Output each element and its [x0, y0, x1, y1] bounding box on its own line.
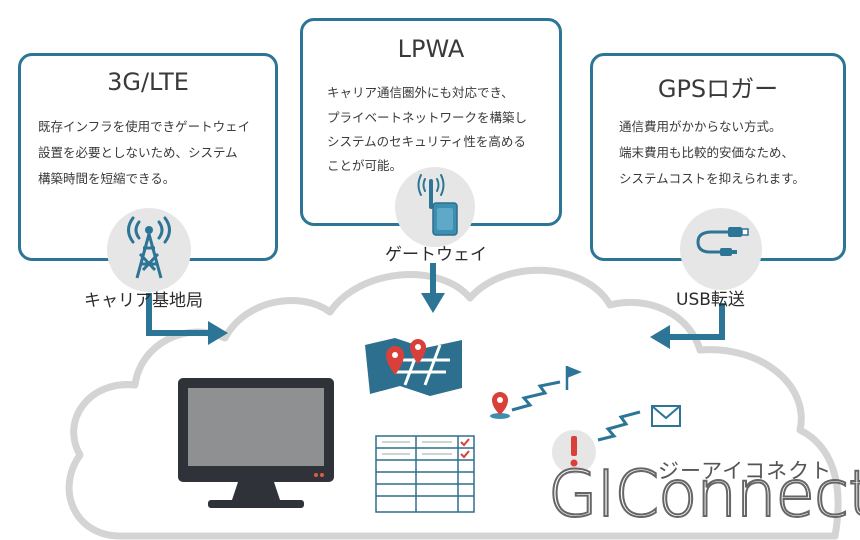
arrow-lte-head: [208, 321, 228, 345]
box-lpwa-line: キャリア通信圏外にも対応でき、: [327, 85, 514, 100]
box-gps-line: 端末費用も比較的安価なため、: [619, 145, 795, 160]
arrow-usb-head: [650, 325, 670, 349]
arrow-usb-to-cloud: [666, 303, 725, 340]
brand-logo: GIConnect: [547, 457, 860, 533]
gateway-device-icon: [395, 167, 475, 247]
checklist-table-icon: [375, 435, 475, 513]
brand-kana: ジーアイコネクト: [658, 459, 833, 483]
box-gps-line: システムコストを抑えられます。: [619, 171, 805, 186]
desktop-monitor-icon: [178, 378, 334, 508]
box-3g-lte-title: 3G/LTE: [107, 68, 189, 96]
gateway-label: ゲートウェイ: [385, 245, 487, 265]
base-station-label: キャリア基地局: [84, 291, 203, 311]
arrow-gateway-head: [421, 293, 445, 313]
map-pins-icon: [365, 338, 462, 396]
usb-transfer-label: USB転送: [676, 290, 745, 310]
box-3g-lte-line: 既存インフラを使用できゲートウェイ: [38, 119, 251, 134]
box-3g-lte-line: 設置を必要としないため、システム: [38, 145, 238, 160]
cell-tower-icon: [107, 208, 191, 292]
box-lpwa-line: システムのセキュリティ性を高める: [327, 134, 526, 149]
usb-cable-icon: [680, 208, 762, 290]
arrow-lte-to-cloud: [146, 293, 212, 336]
box-lpwa-title: LPWA: [397, 35, 465, 63]
location-pin-flag-icon: [490, 366, 582, 419]
box-gps-line: 通信費用がかからない方式。: [619, 119, 782, 134]
mail-icon: [651, 405, 681, 427]
box-3g-lte-line: 構築時間を短縮できる。: [38, 171, 176, 186]
box-gps-title: GPSロガー: [657, 75, 779, 103]
box-lpwa-line: プライベートネットワークを構築し: [327, 110, 528, 125]
alert-icon: [552, 410, 641, 474]
box-lpwa-line: ことが可能。: [327, 158, 403, 173]
